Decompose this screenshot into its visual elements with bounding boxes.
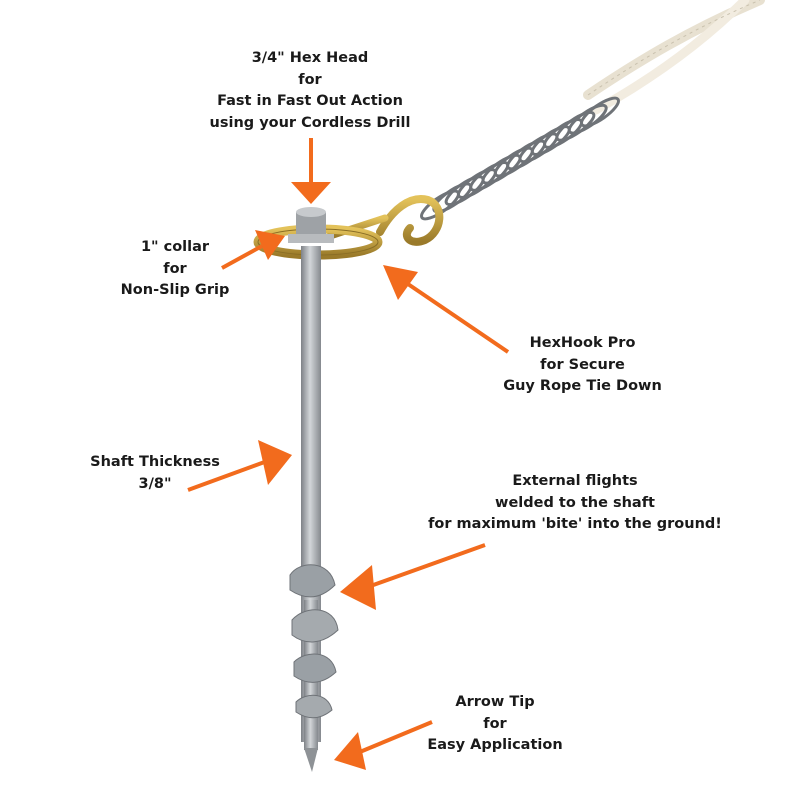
arrow-collar [221,230,285,270]
arrow-flights [340,543,486,610]
label-tip: Arrow Tip for Easy Application [427,694,563,753]
arrow-hex-head [291,138,331,204]
tension-spring [420,96,620,221]
hexhook-pro [326,195,444,246]
label-collar: 1" collar for Non-Slip Grip [120,239,230,298]
arrow-tip [334,720,433,770]
shaft [301,246,321,772]
label-flights: External flights welded to the shaft for… [428,473,722,532]
label-hexhook: HexHook Pro for Secure Guy Rope Tie Down [503,335,662,394]
arrow-hexhook [383,265,510,354]
hex-head [288,207,334,243]
external-flights [289,564,339,719]
label-shaft: Shaft Thickness 3/8" [90,454,220,492]
spring-coil [580,96,620,128]
label-hex-head: 3/4" Hex Head for Fast in Fast Out Actio… [209,50,411,131]
arrow-tip [304,748,318,772]
arrow-shaft [187,440,292,492]
guy-rope [583,0,765,115]
